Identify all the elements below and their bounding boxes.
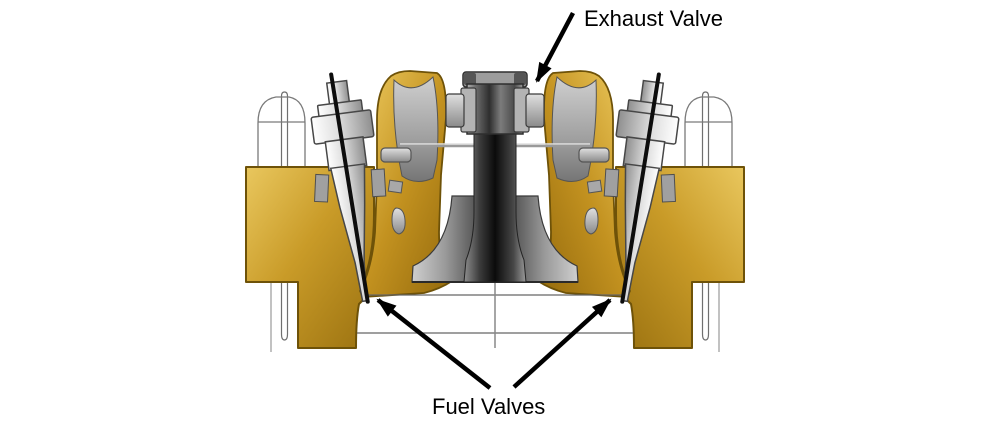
exhaust-duct-wall-left bbox=[359, 70, 453, 298]
duct-opening bbox=[393, 76, 439, 182]
injector-needle bbox=[329, 72, 370, 304]
duct-bore bbox=[584, 207, 599, 235]
duct-tab bbox=[387, 179, 404, 194]
exhaust-valve bbox=[411, 71, 579, 283]
fuel-valve-right bbox=[603, 72, 680, 304]
duct-pin bbox=[380, 147, 412, 163]
arrow-to-fuel-valve-right bbox=[512, 298, 612, 389]
injector-tab-right bbox=[603, 168, 620, 198]
nut-dome-outline bbox=[684, 96, 733, 167]
exhaust-duct-wall-right bbox=[537, 70, 631, 298]
exhaust-valve-spindle bbox=[463, 129, 527, 283]
nut-dome-outline bbox=[257, 96, 306, 167]
fuel-valves-label: Fuel Valves bbox=[432, 394, 546, 419]
cap-corner-right bbox=[514, 73, 526, 85]
duct-bore bbox=[391, 207, 406, 235]
arrow-to-fuel-valve-left bbox=[376, 298, 492, 390]
nut-outer-lug-left bbox=[445, 93, 465, 128]
injector-tab-left bbox=[314, 173, 330, 203]
duct-opening bbox=[551, 76, 597, 182]
injector-tab-right bbox=[370, 168, 387, 198]
duct-tab bbox=[586, 179, 603, 194]
cap-corner-left bbox=[464, 73, 476, 85]
arrow-to-exhaust-valve bbox=[535, 11, 575, 83]
nut-outer-lug-right bbox=[525, 93, 545, 128]
injector-needle bbox=[620, 72, 661, 304]
fuel-valve-left bbox=[310, 72, 387, 304]
exhaust-valve-label: Exhaust Valve bbox=[584, 6, 724, 31]
duct-pin bbox=[578, 147, 610, 163]
injector-tab-left bbox=[660, 173, 676, 203]
